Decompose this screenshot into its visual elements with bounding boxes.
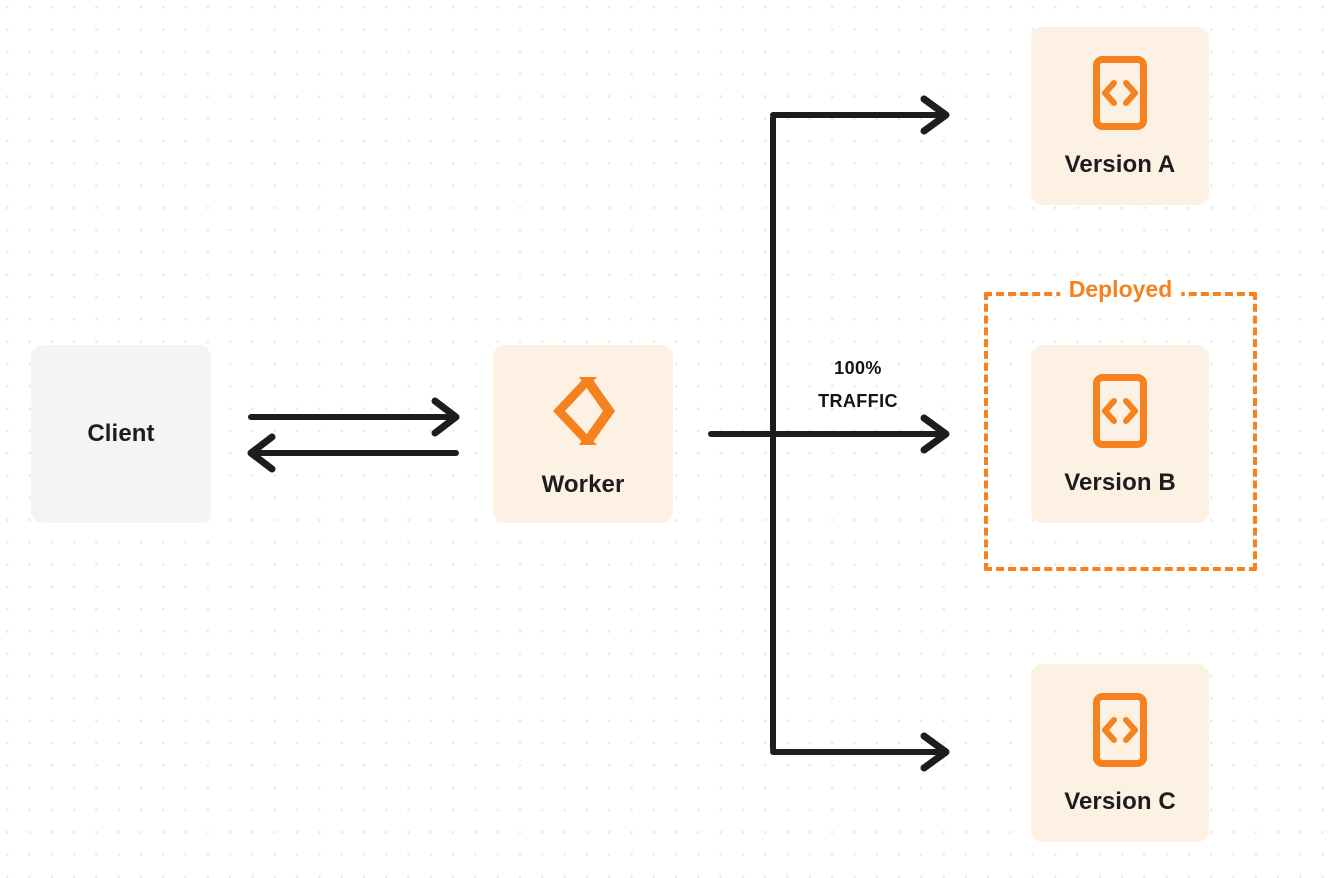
version-a-node[interactable]: Version A [1031,27,1209,205]
connector-worker-to-version-b [708,414,950,454]
version-c-label: Version C [1064,788,1176,815]
version-a-label: Version A [1064,151,1176,178]
cloudflare-workers-logo-icon [545,371,621,451]
deployed-group-boundary: Deployed [984,278,1257,571]
traffic-caption: TRAFFIC [818,391,898,412]
code-document-icon [1092,373,1148,449]
connector-worker-to-version-a [770,95,950,135]
deployed-group-label: Deployed [1059,278,1182,301]
version-c-node[interactable]: Version C [1031,664,1209,842]
traffic-percent: 100% [834,358,882,378]
worker-label: Worker [541,471,625,498]
code-document-icon [1092,692,1148,768]
version-b-node[interactable]: Version B [1031,345,1209,523]
connector-worker-to-client [247,433,459,473]
connector-worker-to-version-c [770,732,950,772]
client-label: Client [87,420,155,447]
traffic-label: 100% TRAFFIC [788,352,928,419]
code-document-icon [1092,55,1148,131]
version-b-label: Version B [1064,469,1176,496]
worker-node[interactable]: Worker [493,345,673,523]
connector-client-to-worker [248,397,460,437]
client-node[interactable]: Client [31,345,211,523]
